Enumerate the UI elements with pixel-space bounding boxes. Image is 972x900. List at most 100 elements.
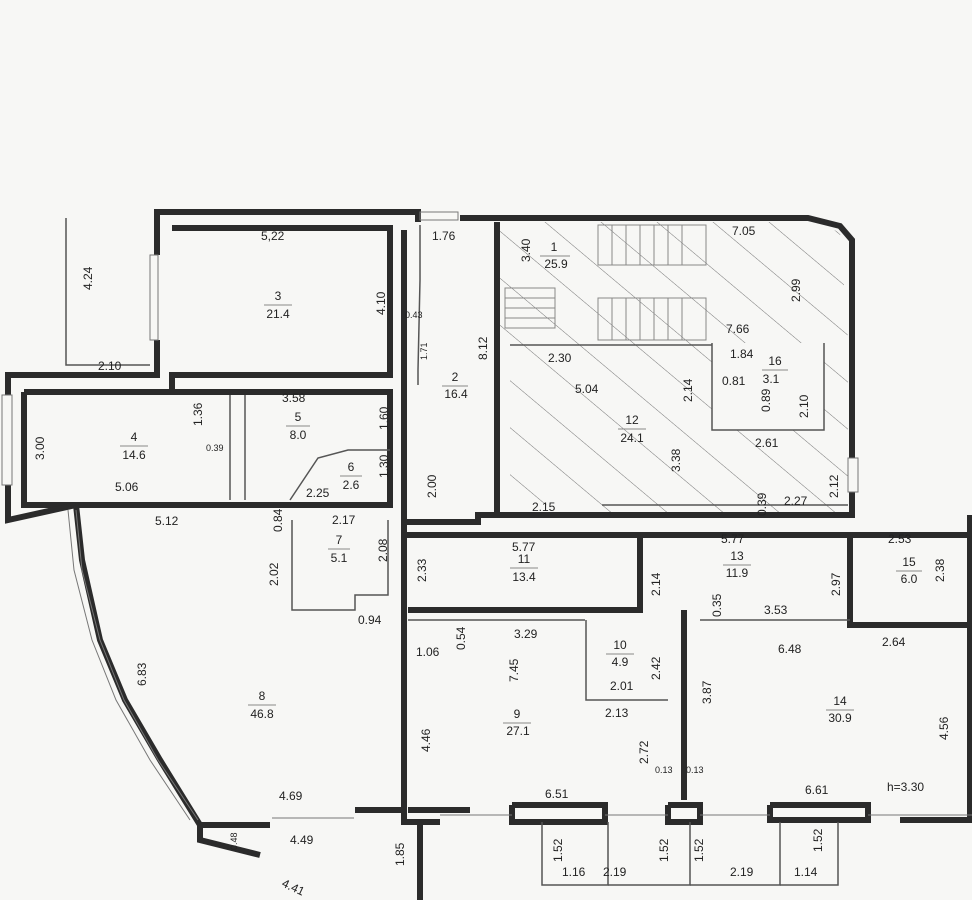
dimension-label: 0.39 [206,443,224,453]
dimension-label: 1.52 [811,828,825,852]
dimension-label: 1.52 [657,838,671,862]
dimension-label: 3.00 [33,436,47,460]
dimension-label: 2.72 [637,740,651,764]
room-number-5: 5 [295,410,302,424]
dimension-label: 1.60 [377,406,391,430]
dimension-label: 0.54 [454,626,468,650]
room-area-14: 30.9 [828,711,852,725]
dimension-label: 1.84 [730,347,754,361]
dimension-label: 2.14 [681,378,695,402]
dimension-label: 1.30 [377,454,391,478]
room-number-15: 15 [902,555,916,569]
dimension-label: 4.49 [290,833,314,847]
dimension-label: 6.51 [545,787,569,801]
room-area-7: 5.1 [331,551,348,565]
dimension-label: 5.12 [155,514,179,528]
dimension-label: 2.00 [425,474,439,498]
dimension-label: 4.24 [81,266,95,290]
room-number-8: 8 [259,689,266,703]
dimension-label: 3.53 [764,603,788,617]
dimension-label: 7.45 [507,658,521,682]
dimension-label: 0.13 [655,765,673,775]
room-number-12: 12 [625,413,639,427]
room-area-8: 46.8 [250,707,274,721]
room-number-14: 14 [833,694,847,708]
room-number-3: 3 [275,289,282,303]
room-number-2: 2 [452,370,459,384]
dimension-label: 1.16 [562,865,586,879]
dimension-label: 2.19 [730,865,754,879]
dimension-label: 4.56 [937,716,951,740]
dimension-label: 6.61 [805,783,829,797]
dimension-label: 7.05 [732,224,756,238]
dimension-label: 4.41 [280,876,307,899]
room-area-5: 8.0 [290,428,307,442]
dimension-label: 4.46 [419,728,433,752]
room-area-11: 13.4 [512,570,536,584]
room-labels: 1 25.9 2 16.4 3 21.4 4 14.6 5 8.0 6 2.6 … [120,240,922,738]
dimension-label: 5.77 [721,532,745,546]
dimension-label: 3.38 [669,448,683,472]
dimension-label: 2.64 [882,635,906,649]
dimension-label: 3.29 [514,627,538,641]
windows [1,211,972,821]
dimension-label: 7.66 [726,322,750,336]
dimension-labels: 5,22 4.24 2.10 4.10 1.76 3.40 7.05 2.99 … [33,224,951,899]
dimension-label: 0.13 [686,765,704,775]
dimension-label: 2.99 [789,278,803,302]
hatched-zone [500,222,848,512]
dimension-label: 1.52 [692,838,706,862]
dimension-label: 2.19 [603,865,627,879]
room-area-6: 2.6 [343,478,360,492]
dimension-label: 3.87 [700,680,714,704]
dimension-label: 1.06 [416,645,440,659]
dimension-label: 2.25 [306,486,330,500]
dimension-label: h=3.30 [887,780,924,794]
room-area-3: 21.4 [266,307,290,321]
dimension-label: 3.40 [519,238,533,262]
room-number-11: 11 [518,552,531,566]
dimension-label: 4.69 [279,789,303,803]
dimension-label: 2.30 [548,351,572,365]
dimension-label: 2.10 [797,394,811,418]
room-number-9: 9 [514,707,521,721]
room-area-12: 24.1 [620,431,644,445]
partitions [65,218,850,886]
room-number-4: 4 [131,430,138,444]
room-area-15: 6.0 [901,572,918,586]
dimension-label: 0.89 [759,388,773,412]
room-area-13: 11.9 [726,566,749,580]
dimension-label: 2.38 [933,558,947,582]
dimension-label: 2.27 [784,494,808,508]
dimension-label: 2.13 [605,706,629,720]
dimension-label: 5,22 [261,229,285,243]
dimension-label: 2.53 [888,532,912,546]
dimension-label: 2.17 [332,513,356,527]
dimension-label: 0.35 [710,593,724,617]
dimension-label: 1.52 [551,838,565,862]
dimension-label: 0.84 [271,508,285,532]
staircase [504,224,707,341]
room-number-7: 7 [336,533,343,547]
room-area-4: 14.6 [122,448,146,462]
dimension-label: 1.36 [191,402,205,426]
dimension-label: 2.10 [98,359,122,373]
dimension-label: 6.83 [135,662,149,686]
dimension-label: 2.01 [610,679,634,693]
dimension-label: 1.14 [794,865,818,879]
dimension-label: 5.77 [512,540,536,554]
dimension-label: 2.15 [532,500,556,514]
room-number-16: 16 [768,354,782,368]
dimension-label: 2.97 [829,572,843,596]
room-area-16: 3.1 [763,372,780,386]
dimension-label: 2.61 [755,436,779,450]
room-number-6: 6 [348,460,355,474]
dimension-label: 6.48 [778,642,802,656]
dimension-label: 2.42 [649,656,663,680]
dimension-label: 0.43 [405,310,423,320]
dimension-label: 2.33 [415,558,429,582]
walls [5,209,972,900]
room-area-9: 27.1 [506,724,530,738]
dimension-label: 2.08 [376,538,390,562]
